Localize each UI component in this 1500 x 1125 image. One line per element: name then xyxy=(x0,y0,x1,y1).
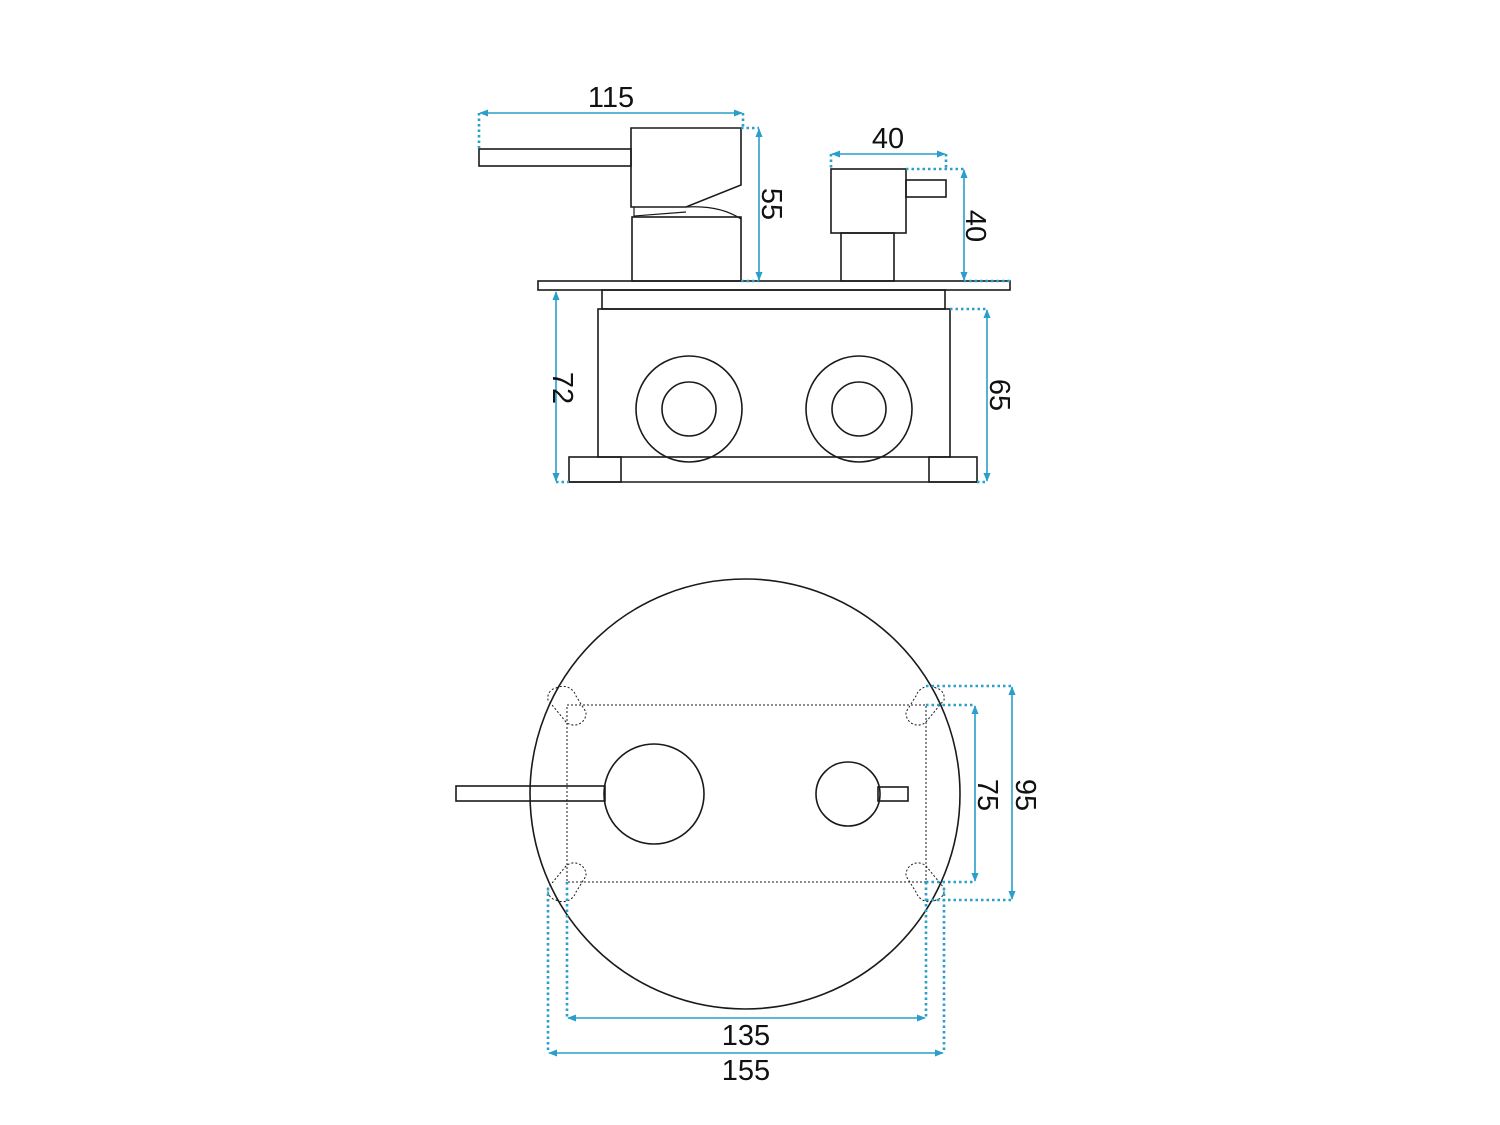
front-view xyxy=(455,578,961,1010)
label-55: 55 xyxy=(755,188,787,220)
mount-slot-top-right xyxy=(905,685,945,726)
round-cover-plate xyxy=(529,578,961,1010)
side-view-dimensions: 115 55 40 40 72 65 xyxy=(477,82,1015,484)
diverter-base xyxy=(840,232,895,282)
hidden-box-outline xyxy=(566,704,927,883)
port-outer-right xyxy=(805,355,913,463)
label-72: 72 xyxy=(546,372,578,404)
box-body xyxy=(597,308,951,458)
box-foot-left xyxy=(568,456,622,483)
mixer-body xyxy=(630,127,742,208)
mount-slot-top-left xyxy=(547,685,587,726)
front-view-dimensions: 95 75 135 155 xyxy=(546,684,1041,1087)
diverter-body xyxy=(830,168,907,234)
front-mixer-knob xyxy=(603,743,705,845)
side-view xyxy=(478,127,1011,483)
label-115: 115 xyxy=(588,82,634,114)
front-diverter-knob xyxy=(815,761,881,827)
front-diverter-handle xyxy=(877,786,909,802)
label-40-width: 40 xyxy=(872,123,904,155)
diverter-knob xyxy=(905,179,947,198)
lever-handle xyxy=(478,148,632,167)
box-lid xyxy=(601,289,946,310)
label-155: 155 xyxy=(722,1055,770,1087)
front-lever-handle xyxy=(455,785,606,802)
label-95: 95 xyxy=(1009,779,1041,811)
label-75: 75 xyxy=(971,779,1003,811)
label-65: 65 xyxy=(983,379,1015,411)
label-40-height: 40 xyxy=(959,210,991,242)
port-inner-left xyxy=(661,381,717,437)
label-135: 135 xyxy=(722,1020,770,1052)
box-foot-right xyxy=(928,456,978,483)
port-inner-right xyxy=(831,381,887,437)
cover-plate xyxy=(537,280,1011,291)
port-outer-left xyxy=(635,355,743,463)
mixer-base xyxy=(631,216,742,282)
